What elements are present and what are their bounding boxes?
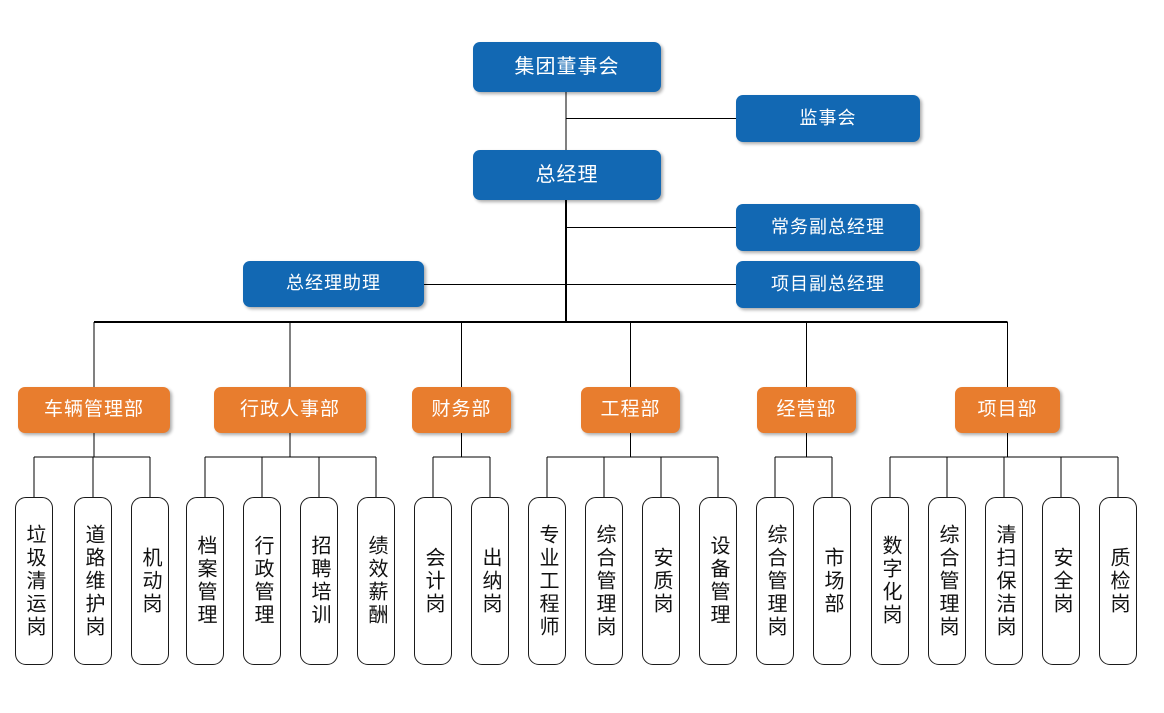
post-box-admin_hr-1[interactable]: 行政管理 <box>243 497 281 665</box>
department-box-engineering[interactable]: 工程部 <box>581 387 680 433</box>
post-box-admin_hr-0[interactable]: 档案管理 <box>186 497 224 665</box>
post-box-project-2[interactable]: 清扫保洁岗 <box>985 497 1023 665</box>
post-box-vehicle-1[interactable]: 道路维护岗 <box>74 497 112 665</box>
post-box-engineering-2[interactable]: 安质岗 <box>642 497 680 665</box>
post-box-engineering-1[interactable]: 综合管理岗 <box>585 497 623 665</box>
post-box-project-3[interactable]: 安全岗 <box>1042 497 1080 665</box>
exec-box-board[interactable]: 集团董事会 <box>473 42 661 92</box>
post-box-admin_hr-3[interactable]: 绩效薪酬 <box>357 497 395 665</box>
exec-box-exec_vp[interactable]: 常务副总经理 <box>736 204 920 251</box>
department-box-project[interactable]: 项目部 <box>955 387 1060 433</box>
exec-box-gm_assistant[interactable]: 总经理助理 <box>243 261 424 307</box>
post-box-finance-0[interactable]: 会计岗 <box>414 497 452 665</box>
department-box-operations[interactable]: 经营部 <box>757 387 856 433</box>
department-box-finance[interactable]: 财务部 <box>412 387 511 433</box>
post-box-engineering-3[interactable]: 设备管理 <box>699 497 737 665</box>
post-box-operations-0[interactable]: 综合管理岗 <box>756 497 794 665</box>
post-box-project-4[interactable]: 质检岗 <box>1099 497 1137 665</box>
post-box-vehicle-0[interactable]: 垃圾清运岗 <box>15 497 53 665</box>
department-box-vehicle[interactable]: 车辆管理部 <box>18 387 170 433</box>
exec-box-project_vp[interactable]: 项目副总经理 <box>736 261 920 308</box>
post-box-project-1[interactable]: 综合管理岗 <box>928 497 966 665</box>
exec-box-gm[interactable]: 总经理 <box>473 150 661 200</box>
post-box-project-0[interactable]: 数字化岗 <box>871 497 909 665</box>
post-box-engineering-0[interactable]: 专业工程师 <box>528 497 566 665</box>
department-box-admin_hr[interactable]: 行政人事部 <box>214 387 366 433</box>
exec-box-supervisors[interactable]: 监事会 <box>736 95 920 142</box>
post-box-operations-1[interactable]: 市场部 <box>813 497 851 665</box>
post-box-finance-1[interactable]: 出纳岗 <box>471 497 509 665</box>
post-box-vehicle-2[interactable]: 机动岗 <box>131 497 169 665</box>
post-box-admin_hr-2[interactable]: 招聘培训 <box>300 497 338 665</box>
